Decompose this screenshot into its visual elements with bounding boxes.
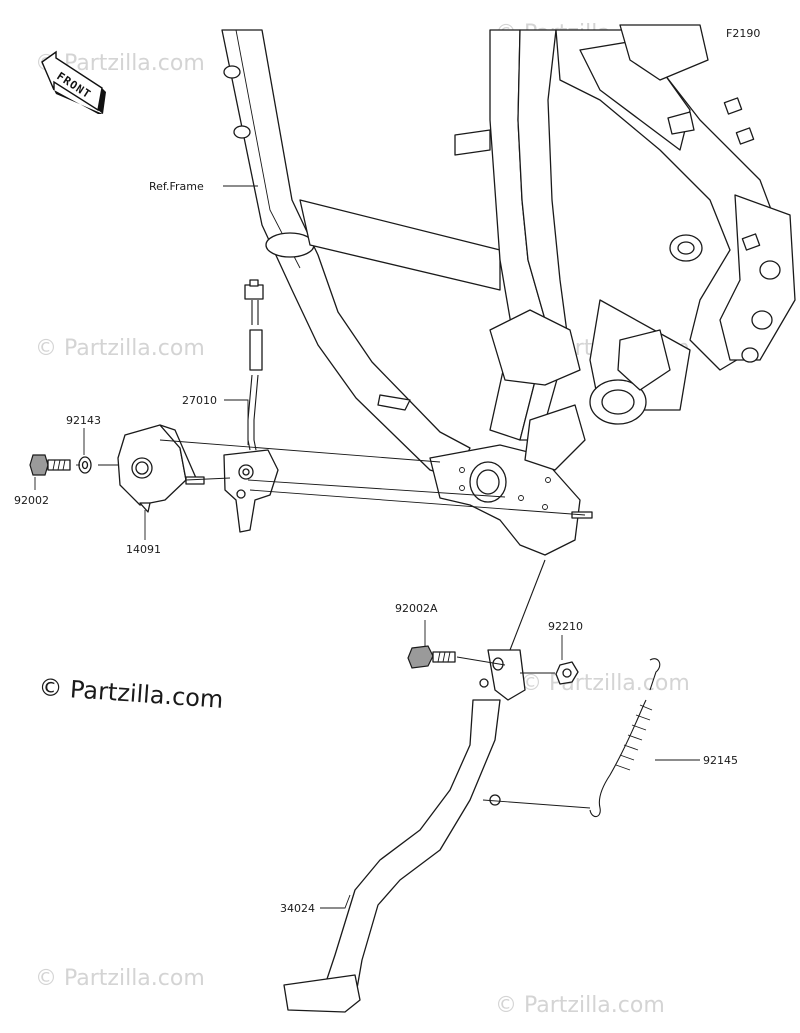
label-27010: 27010: [182, 394, 217, 407]
spring-92145: [589, 658, 661, 818]
cover-14091: [117, 424, 205, 513]
label-92143: 92143: [66, 414, 101, 427]
frame: [221, 24, 796, 556]
washer-92143: [78, 456, 92, 474]
label-92002: 92002: [14, 494, 49, 507]
label-92145: 92145: [703, 754, 738, 767]
nut-92210: [555, 661, 579, 685]
assembly-lines: [76, 439, 586, 516]
callout-leaders: [34, 185, 700, 909]
label-92210: 92210: [548, 620, 583, 633]
watermark-right-lower: © Partzilla.com: [520, 671, 690, 696]
watermark-bottom-left: © Partzilla.com: [35, 966, 205, 991]
side-stand-34024: [283, 559, 546, 1013]
side-stand-switch: [223, 449, 279, 533]
bolt-92002: [29, 454, 71, 476]
label-92002a: 92002A: [395, 602, 438, 615]
label-ref-frame: Ref.Frame: [149, 180, 204, 193]
watermark-large: © Partzilla.com: [38, 673, 225, 714]
watermark-bottom-right: © Partzilla.com: [495, 993, 665, 1018]
watermarks: © Partzilla.com © Partzilla.com © Partzi…: [35, 21, 690, 1018]
wire-harness-27010: [244, 279, 264, 451]
callout-labels: Ref.Frame 27010 92143 92002 14091 92002A…: [14, 180, 738, 915]
diagram-code: F2190: [726, 27, 760, 40]
label-14091: 14091: [126, 543, 161, 556]
watermark-mid-left: © Partzilla.com: [35, 336, 205, 361]
label-34024: 34024: [280, 902, 315, 915]
bolt-92002a: [407, 645, 456, 669]
